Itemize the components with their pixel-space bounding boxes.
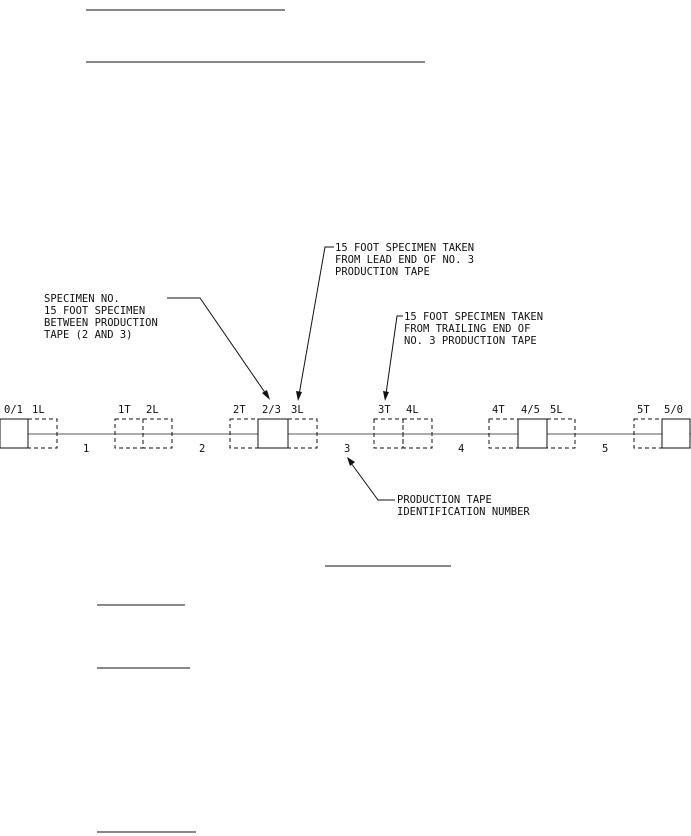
callout-between-line-2: 15 FOOT SPECIMEN bbox=[44, 305, 145, 317]
label-3T: 3T bbox=[378, 404, 391, 416]
callout-lead-end: 15 FOOT SPECIMEN TAKEN FROM LEAD END OF … bbox=[296, 242, 474, 401]
callout-lead-end-line-2: FROM LEAD END OF NO. 3 bbox=[335, 254, 474, 266]
callout-lead-end-leader bbox=[298, 246, 334, 396]
callout-trailing-end-leader bbox=[385, 315, 403, 395]
label-5L: 5L bbox=[550, 404, 563, 416]
tape-number-3: 3 bbox=[344, 443, 350, 455]
callout-trailing-end-line-1: 15 FOOT SPECIMEN TAKEN bbox=[404, 311, 543, 323]
callout-trailing-end-line-2: FROM TRAILING END OF bbox=[404, 323, 530, 335]
label-0-1: 0/1 bbox=[4, 404, 23, 416]
label-4T: 4T bbox=[492, 404, 505, 416]
label-5T: 5T bbox=[637, 404, 650, 416]
callout-tape-id-leader bbox=[350, 462, 395, 501]
callout-lead-end-line-3: PRODUCTION TAPE bbox=[335, 266, 430, 278]
specimen-box-1L bbox=[27, 418, 58, 449]
specimen-box-4T bbox=[488, 418, 519, 449]
specimen-box-1T bbox=[114, 418, 144, 449]
label-2T: 2T bbox=[233, 404, 246, 416]
label-4L: 4L bbox=[406, 404, 419, 416]
callout-lead-end-arrowhead bbox=[296, 391, 302, 401]
callout-tape-id-arrowhead bbox=[347, 457, 355, 466]
joint-box-0-1 bbox=[0, 418, 29, 449]
label-5-0: 5/0 bbox=[664, 404, 683, 416]
label-3L: 3L bbox=[291, 404, 304, 416]
label-1T: 1T bbox=[118, 404, 131, 416]
callout-trailing-end: 15 FOOT SPECIMEN TAKEN FROM TRAILING END… bbox=[383, 311, 543, 401]
label-1L: 1L bbox=[32, 404, 45, 416]
label-2L: 2L bbox=[146, 404, 159, 416]
callout-between-line-3: BETWEEN PRODUCTION bbox=[44, 317, 158, 329]
joint-box-5-0 bbox=[661, 418, 691, 449]
joint-box-4-5 bbox=[517, 418, 548, 449]
callout-between-line-1: SPECIMEN NO. bbox=[44, 293, 120, 305]
label-2-3: 2/3 bbox=[262, 404, 281, 416]
specimen-box-3T bbox=[373, 418, 404, 449]
callout-tape-id-line-2: IDENTIFICATION NUMBER bbox=[397, 506, 530, 518]
callout-between-leader bbox=[167, 297, 267, 395]
callout-tape-id: PRODUCTION TAPE IDENTIFICATION NUMBER bbox=[347, 457, 530, 518]
callout-between: SPECIMEN NO. 15 FOOT SPECIMEN BETWEEN PR… bbox=[44, 293, 270, 400]
tape-number-2: 2 bbox=[199, 443, 205, 455]
callout-trailing-end-line-3: NO. 3 PRODUCTION TAPE bbox=[404, 335, 537, 347]
callout-tape-id-line-1: PRODUCTION TAPE bbox=[397, 494, 492, 506]
specimen-box-2L bbox=[142, 418, 173, 449]
tape-number-5: 5 bbox=[602, 443, 608, 455]
specimen-box-2T bbox=[229, 418, 259, 449]
tape-number-1: 1 bbox=[83, 443, 89, 455]
callout-lead-end-line-1: 15 FOOT SPECIMEN TAKEN bbox=[335, 242, 474, 254]
specimen-box-3L bbox=[287, 418, 318, 449]
label-4-5: 4/5 bbox=[521, 404, 540, 416]
callout-trailing-end-arrowhead bbox=[383, 391, 389, 401]
callout-between-arrowhead bbox=[262, 390, 270, 400]
joint-box-2-3 bbox=[257, 418, 289, 449]
callout-between-line-4: TAPE (2 AND 3) bbox=[44, 329, 133, 341]
specimen-box-5L bbox=[546, 418, 576, 449]
tape-number-4: 4 bbox=[458, 443, 464, 455]
specimen-box-4L bbox=[402, 418, 433, 449]
specimen-box-5T bbox=[633, 418, 663, 449]
